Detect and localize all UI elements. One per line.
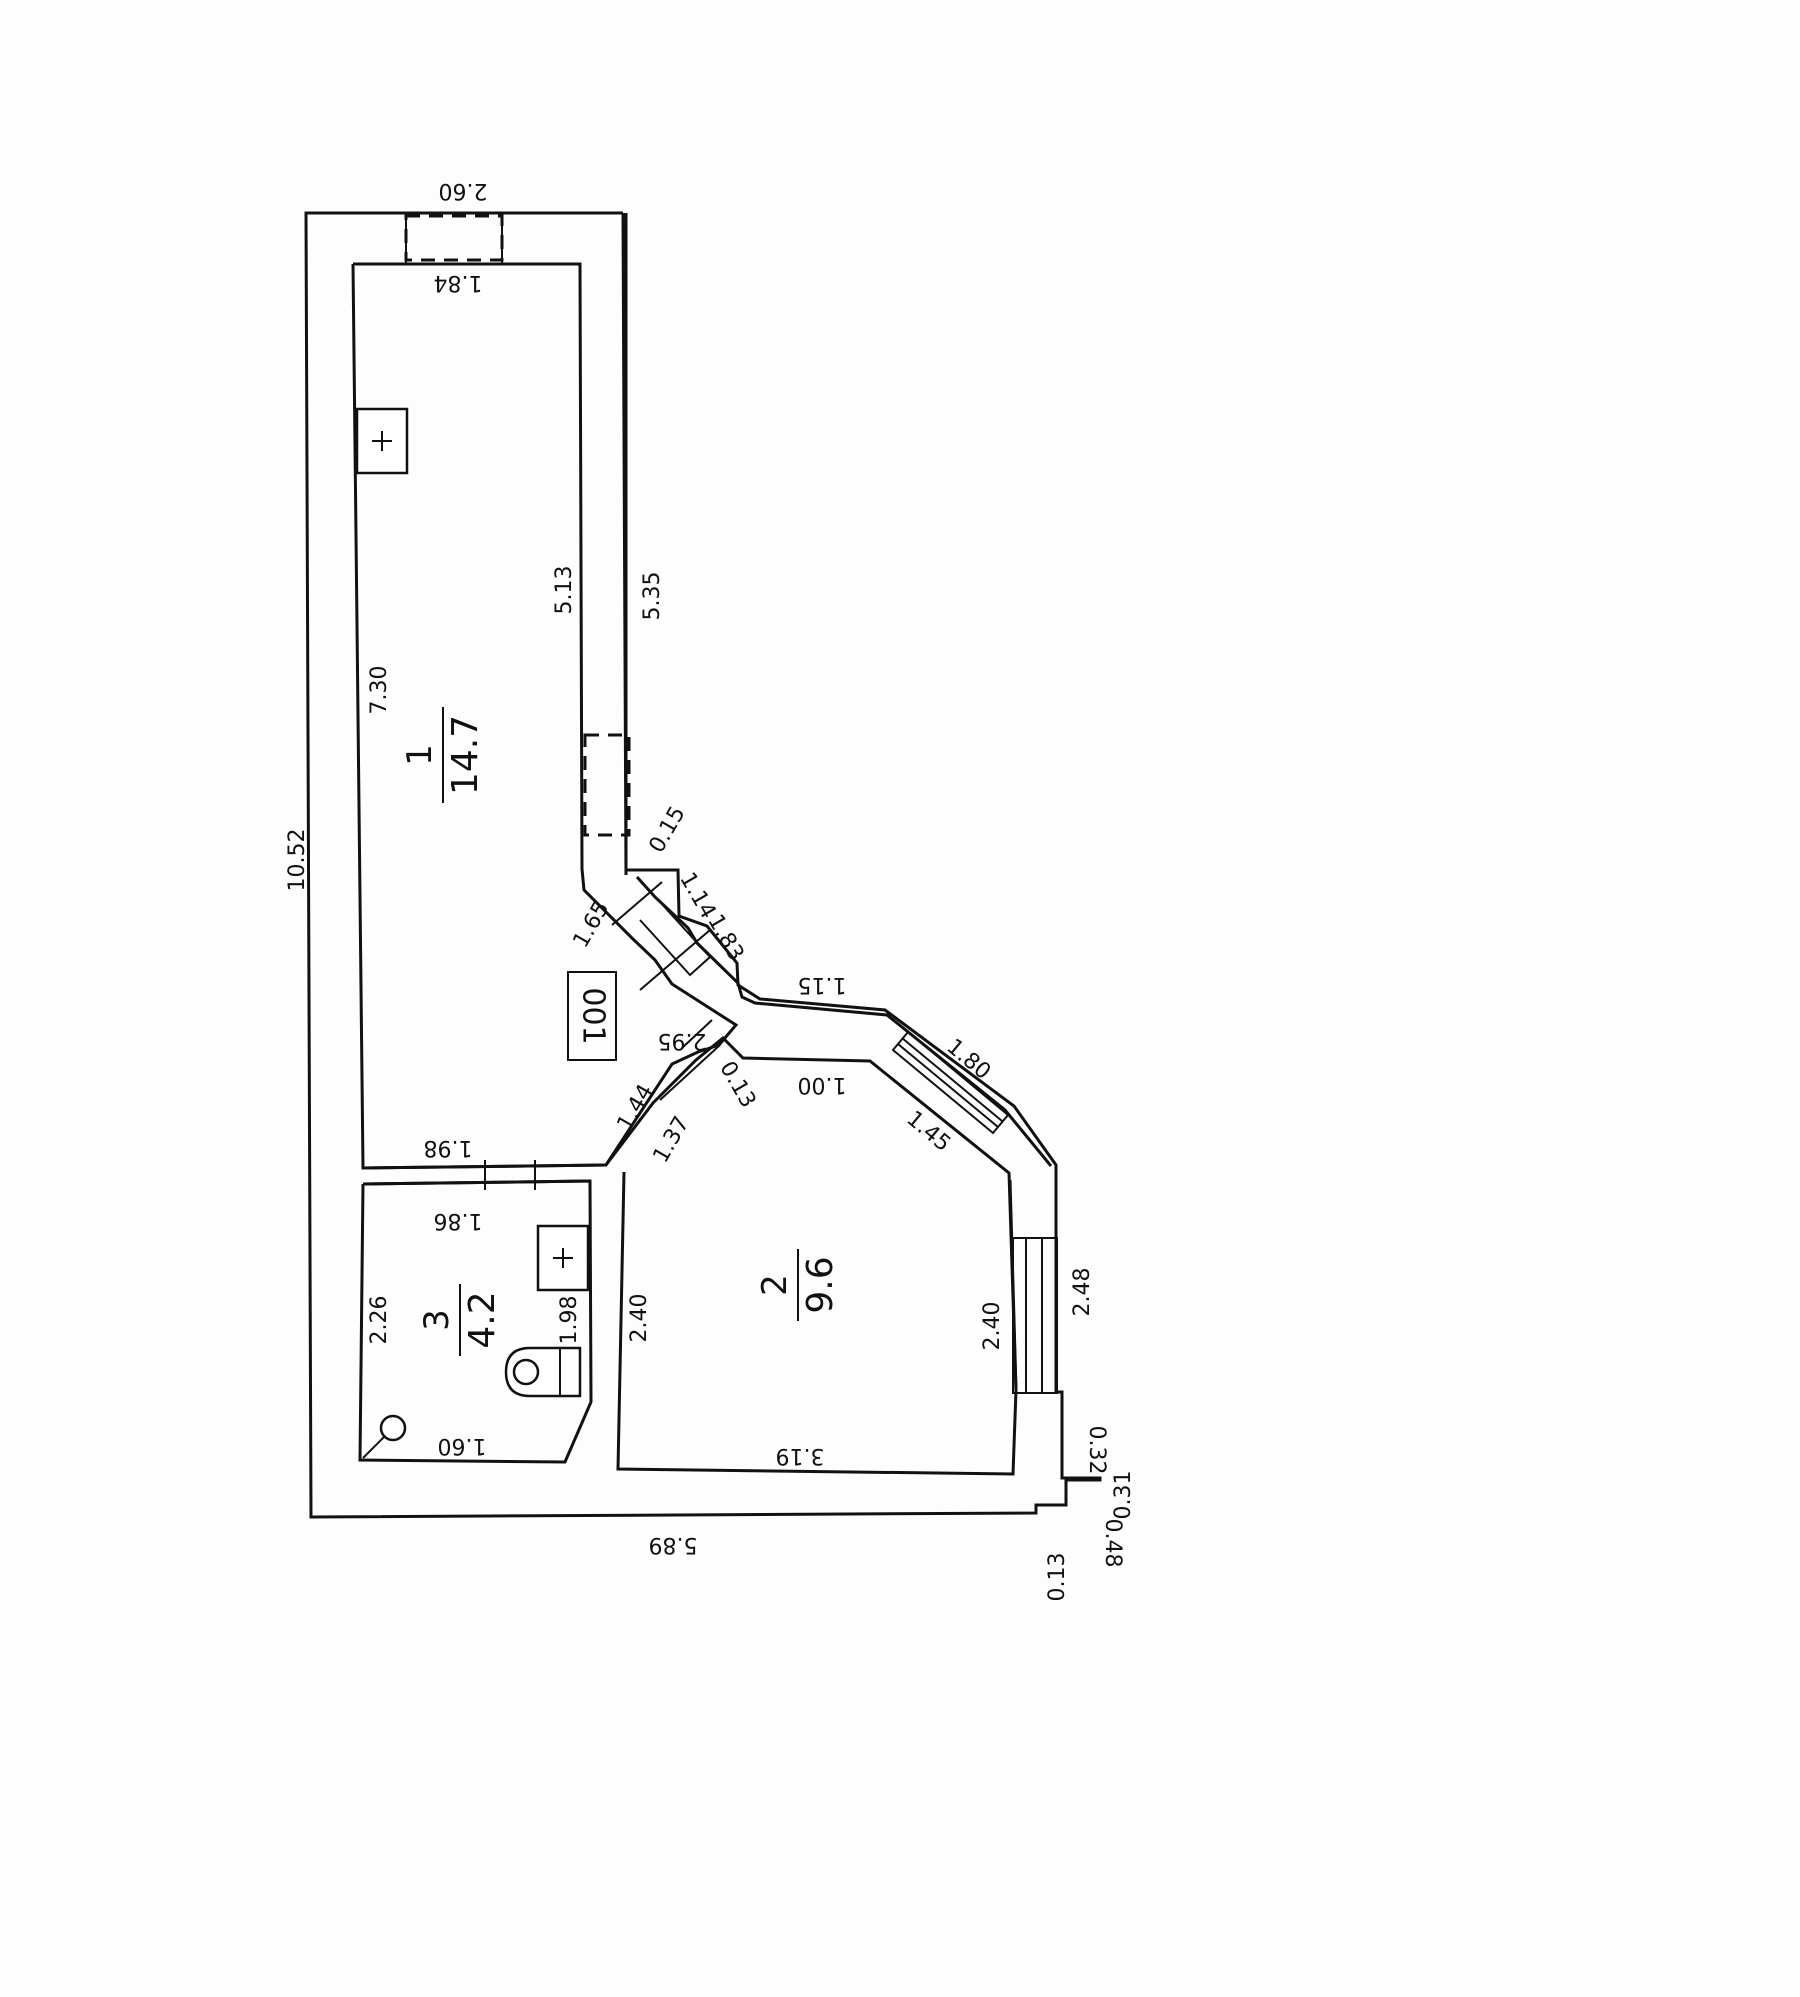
dim-corridor-top: 1.15: [798, 972, 847, 997]
dim-corridor-mid: 1.00: [798, 1072, 847, 1097]
dim-diag-f: 1.37: [648, 1112, 694, 1167]
radiator-icon: [355, 407, 409, 475]
diag-opening-1-jamb: [611, 881, 663, 926]
room-2-label: 2 9.6: [755, 1249, 841, 1321]
dim-room3-top: 1.86: [434, 1208, 483, 1233]
bay-window-1-glass-b: [897, 1043, 999, 1128]
dim-step-d: 0.13: [1045, 1553, 1070, 1602]
dim-diag-e: 0.13: [714, 1057, 760, 1112]
dim-room1-left: 7.30: [367, 666, 392, 715]
dim-left-outer: 10.52: [285, 829, 310, 892]
dim-step-a: 0.32: [1084, 1426, 1109, 1475]
room-2-area: 9.6: [800, 1256, 841, 1313]
diag-opening-2-jamb: [639, 929, 711, 991]
right-doorway: [583, 733, 631, 837]
dim-room3-bottom: 1.60: [438, 1433, 487, 1458]
dim-room3-left: 2.26: [367, 1296, 392, 1345]
dim-room3-right: 1.98: [557, 1296, 582, 1345]
dim-diag-a: 1.14: [674, 868, 720, 923]
dim-bay-b: 1.45: [902, 1106, 956, 1157]
right-window: [1012, 1237, 1058, 1394]
dim-room1-right-outer: 5.35: [640, 572, 665, 621]
room-3-label: 3 4.2: [417, 1284, 503, 1356]
dim-corridor-outer: 2.95: [658, 1028, 707, 1053]
dim-bottom-outer: 5.89: [649, 1532, 698, 1557]
dim-step-b: 0.31: [1111, 1471, 1136, 1520]
partition-room3-outer: [362, 1179, 591, 1186]
dim-diag-c: 1.65: [568, 897, 614, 952]
diag-opening-4-jamb: [659, 1044, 721, 1101]
unit-tag: 001: [576, 987, 611, 1044]
room-3-number: 3: [417, 1309, 457, 1331]
dim-room2-bottom: 3.19: [776, 1443, 825, 1468]
room-2-number: 2: [755, 1274, 795, 1296]
dim-diag-d: 1.44: [612, 1080, 658, 1135]
dim-right-outer: 2.48: [1070, 1268, 1095, 1317]
room-1-area: 14.7: [445, 715, 486, 795]
dim-step-c: 0.48: [1100, 1519, 1125, 1568]
dim-room1-bottom: 1.98: [424, 1135, 473, 1160]
bay-window-1-glass-a: [901, 1037, 1003, 1122]
sink-icon: [536, 1224, 590, 1292]
room-1-number: 1: [400, 744, 440, 766]
toilet-icon: [504, 1346, 582, 1398]
dim-niche: 0.15: [644, 802, 690, 857]
room-2-wall: [616, 1171, 1018, 1476]
diag-opening-1: [639, 901, 712, 977]
top-doorway: [404, 214, 504, 262]
corridor-lower-wall: [604, 1035, 1018, 1391]
room-3-area: 4.2: [462, 1291, 503, 1348]
dim-room1-right-inner: 5.13: [552, 566, 577, 615]
dim-top-inner: 1.84: [434, 270, 483, 295]
dim-room2-right: 2.40: [980, 1302, 1005, 1351]
unit-tag-box: [567, 971, 617, 1061]
shower-drain-icon: [362, 1414, 407, 1459]
outer-wall-right-top: [621, 212, 628, 876]
dim-top-outer: 2.60: [439, 178, 488, 203]
diag-opening-3-jamb: [681, 1019, 713, 1049]
room-1-label: 1 14.7: [400, 707, 486, 803]
dim-room2-left: 2.40: [627, 1294, 652, 1343]
